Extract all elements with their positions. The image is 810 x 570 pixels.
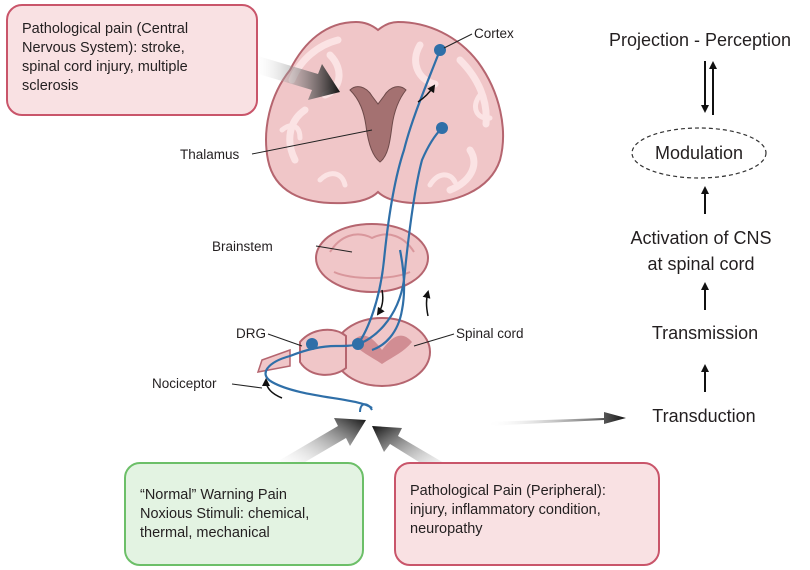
cortex-neuron-dot-2 xyxy=(436,122,448,134)
label-leaders xyxy=(231,33,473,389)
transduction-step: Transduction xyxy=(652,406,756,426)
spinal-neuron-dot xyxy=(352,338,364,350)
normal-warning-pain-callout: “Normal” Warning Pain Noxious Stimuli: c… xyxy=(124,462,364,566)
spinal-cord-label: Spinal cord xyxy=(456,326,524,341)
drg-label: DRG xyxy=(236,326,266,341)
peripheral-callout-line-2: injury, inflammatory condition, xyxy=(410,502,601,518)
projection-perception-step: Projection - Perception xyxy=(608,30,792,50)
brainstem xyxy=(315,223,429,293)
cns-callout-line-2: Nervous System): stroke, xyxy=(22,40,185,56)
brainstem-label: Brainstem xyxy=(212,239,273,254)
cns-pathological-pain-callout: Pathological pain (Central Nervous Syste… xyxy=(6,4,258,116)
activation-step-line-1: Activation of CNS xyxy=(630,228,772,248)
peripheral-callout-line-3: neuropathy xyxy=(410,521,483,537)
brain-section xyxy=(265,20,505,205)
activation-step-line-2: at spinal cord xyxy=(647,254,755,274)
peripheral-callout-line-1: Pathological Pain (Peripheral): xyxy=(410,483,606,499)
drg-neuron-dot xyxy=(306,338,318,350)
normal-callout-line-3: thermal, mechanical xyxy=(140,525,270,541)
nociceptor-label: Nociceptor xyxy=(152,376,217,391)
normal-callout-line-1: “Normal” Warning Pain xyxy=(140,487,287,503)
cns-callout-line-3: spinal cord injury, multiple xyxy=(22,59,188,75)
normal-callout-line-2: Noxious Stimuli: chemical, xyxy=(140,506,310,522)
transmission-step: Transmission xyxy=(651,323,759,343)
modulation-step: Modulation xyxy=(654,143,744,163)
cns-callout-line-1: Pathological pain (Central xyxy=(22,21,189,37)
thalamus-label: Thalamus xyxy=(180,147,240,162)
transduction-arrow xyxy=(486,412,626,426)
pathway-arrows xyxy=(701,61,717,392)
cortex-neuron-dot xyxy=(434,44,446,56)
cns-callout-line-4: sclerosis xyxy=(22,78,79,94)
signal-arrows xyxy=(262,84,436,399)
spinal-cord xyxy=(256,317,431,387)
modulation-ellipse xyxy=(631,127,767,179)
cortex-label: Cortex xyxy=(474,26,514,41)
peripheral-pathological-pain-callout: Pathological Pain (Peripheral): injury, … xyxy=(394,462,660,566)
